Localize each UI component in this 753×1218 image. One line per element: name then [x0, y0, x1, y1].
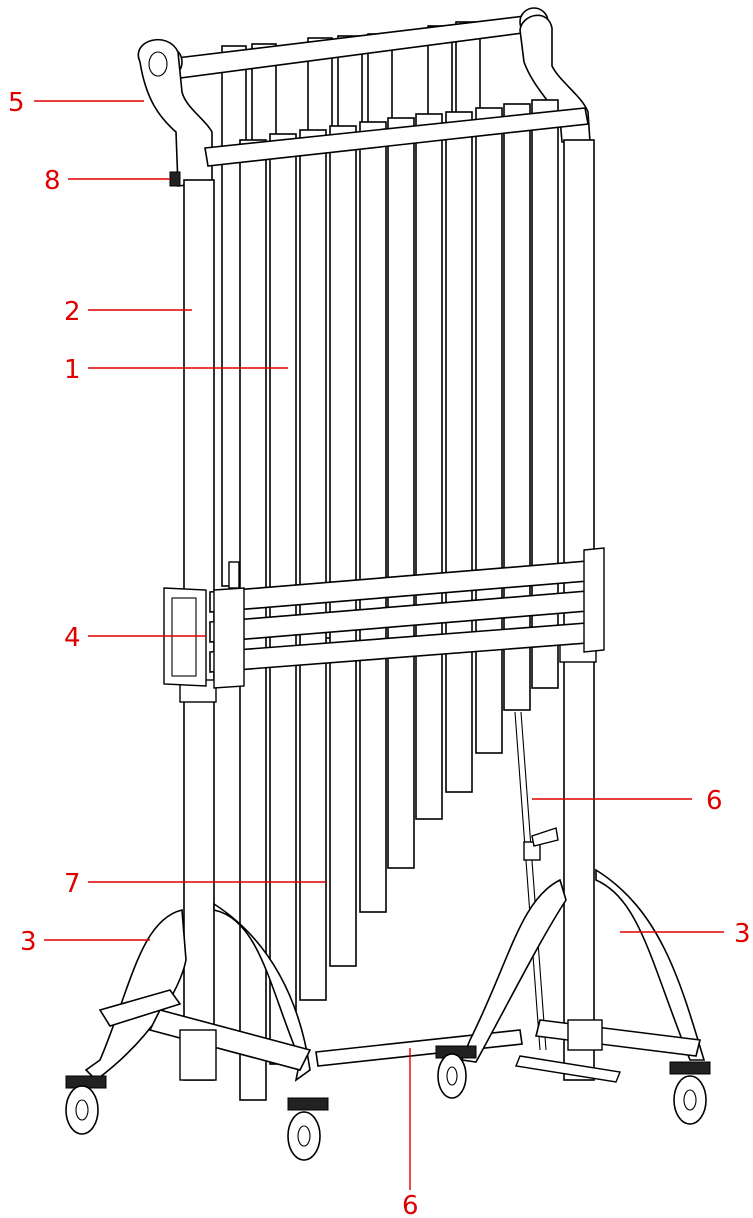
damper-frame	[163, 547, 605, 689]
callout-5: 5	[8, 88, 25, 118]
callout-6-lower: 6	[402, 1191, 419, 1218]
callouts: 5 8 2 1 4 6 7 3 3 6	[8, 88, 751, 1218]
callout-8: 8	[44, 166, 61, 196]
instrument-drawing	[65, 7, 711, 1161]
callout-4: 4	[64, 623, 81, 653]
callout-2: 2	[64, 297, 81, 327]
callout-6-upper: 6	[706, 786, 723, 816]
pedal-rod	[514, 711, 547, 1051]
callout-3-right: 3	[734, 919, 751, 949]
callout-7: 7	[64, 869, 81, 899]
callout-1: 1	[64, 355, 81, 385]
left-base	[65, 902, 329, 1161]
right-base	[435, 868, 711, 1125]
callout-3-left: 3	[20, 927, 37, 957]
